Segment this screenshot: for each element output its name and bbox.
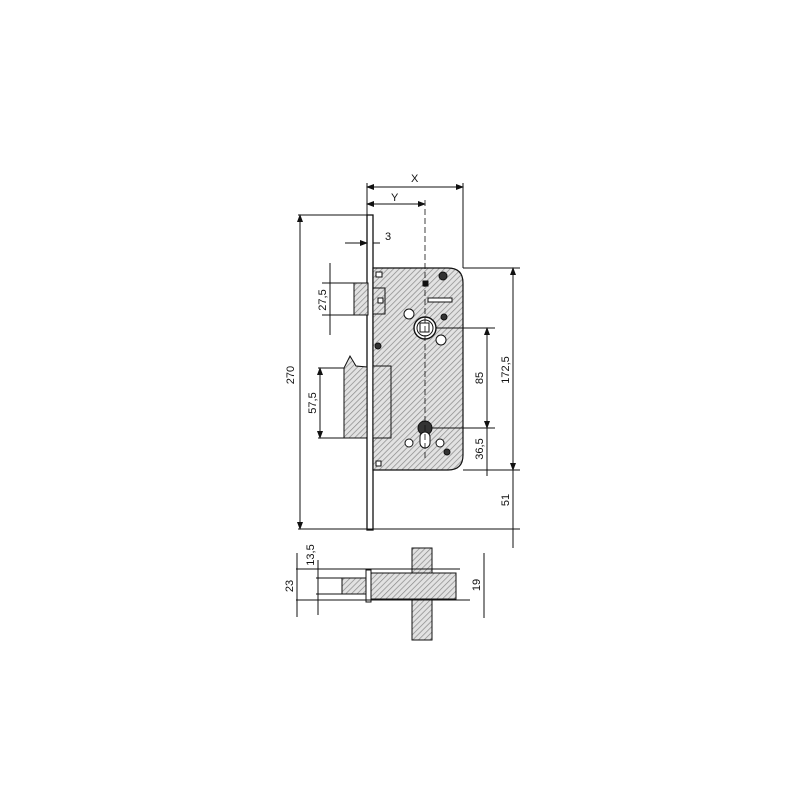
dim-y: Y xyxy=(391,192,399,204)
faceplate xyxy=(366,214,374,531)
dim-57-5: 57,5 xyxy=(307,392,319,413)
dim-51: 51 xyxy=(500,494,512,506)
dim-85: 85 xyxy=(474,372,486,384)
dim-36-5: 36,5 xyxy=(474,438,486,459)
latch-bolt xyxy=(353,282,369,316)
dim-19: 19 xyxy=(471,579,483,591)
deadbolt xyxy=(343,354,368,439)
dim-270: 270 xyxy=(285,366,297,384)
dim-3: 3 xyxy=(385,231,391,243)
dim-27-5: 27,5 xyxy=(317,289,329,310)
dim-23: 23 xyxy=(284,580,296,592)
lock-body xyxy=(372,267,464,471)
dim-x: X xyxy=(411,173,419,185)
dim-172-5: 172,5 xyxy=(500,356,512,384)
dim-13-5: 13,5 xyxy=(305,544,317,565)
